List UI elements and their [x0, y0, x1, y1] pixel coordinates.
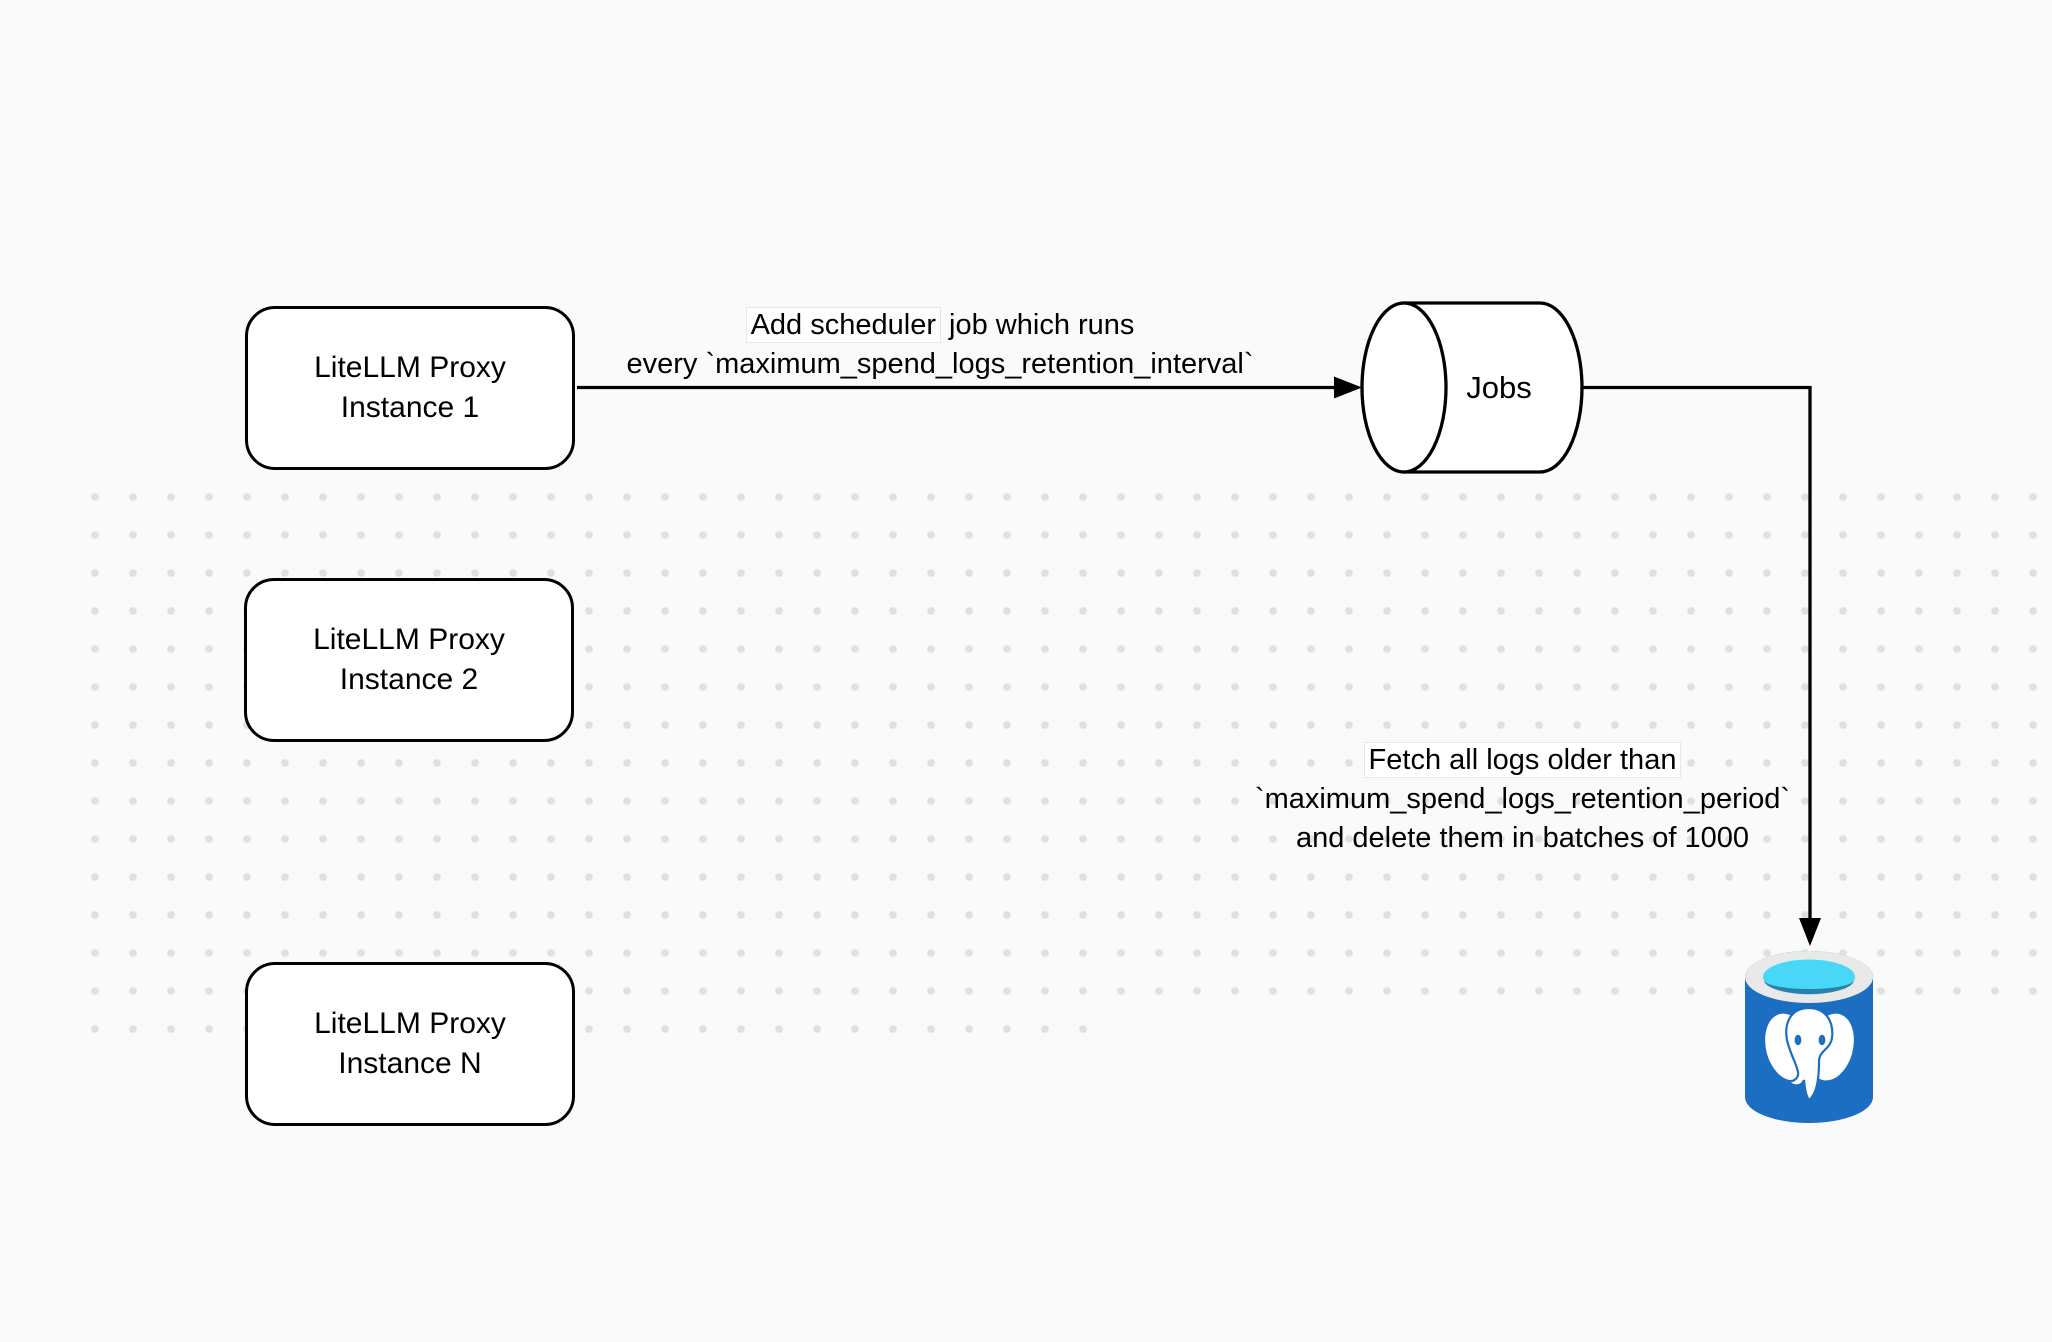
- node-label-line: LiteLLM Proxy: [314, 351, 506, 384]
- edge-label-highlight: Fetch all logs older than: [1363, 742, 1682, 778]
- node-proxy-instance-2: LiteLLM Proxy Instance 2: [244, 578, 574, 742]
- jobs-node-label: Jobs: [1466, 370, 1532, 405]
- edge-label-line: `maximum_spend_logs_retention_period`: [1254, 783, 1791, 815]
- edge-label-fetch-delete: Fetch all logs older than `maximum_spend…: [1190, 741, 1855, 858]
- edge-label-line: Fetch all logs older than: [1190, 741, 1855, 780]
- edge-label-add-scheduler: Add scheduler job which runs every `maxi…: [590, 306, 1290, 384]
- edge-label-text: job which runs: [940, 309, 1135, 341]
- node-label-line: Instance N: [338, 1047, 482, 1080]
- edge-label-line: Add scheduler job which runs: [590, 306, 1290, 345]
- node-proxy-instance-1: LiteLLM Proxy Instance 1: [245, 306, 575, 470]
- arrow-down-icon: [1799, 918, 1821, 946]
- edge-label-highlight: Add scheduler: [745, 307, 941, 343]
- postgresql-elephant-icon: [1765, 1006, 1854, 1102]
- node-label-line: Instance 1: [340, 391, 480, 424]
- node-label-line: LiteLLM Proxy: [313, 623, 505, 656]
- node-proxy-instance-n: LiteLLM Proxy Instance N: [245, 962, 575, 1126]
- node-label-line: Instance 2: [339, 663, 479, 696]
- jobs-cylinder-body: [1402, 301, 1584, 474]
- arrow-right-icon: [1334, 376, 1362, 399]
- edge-label-line: and delete them in batches of 1000: [1295, 822, 1750, 854]
- postgresql-database-icon: [1745, 951, 1873, 1123]
- jobs-cylinder-cap: [1360, 301, 1448, 474]
- node-label-line: LiteLLM Proxy: [314, 1007, 506, 1040]
- edge-label-line: every `maximum_spend_logs_retention_inte…: [626, 348, 1254, 380]
